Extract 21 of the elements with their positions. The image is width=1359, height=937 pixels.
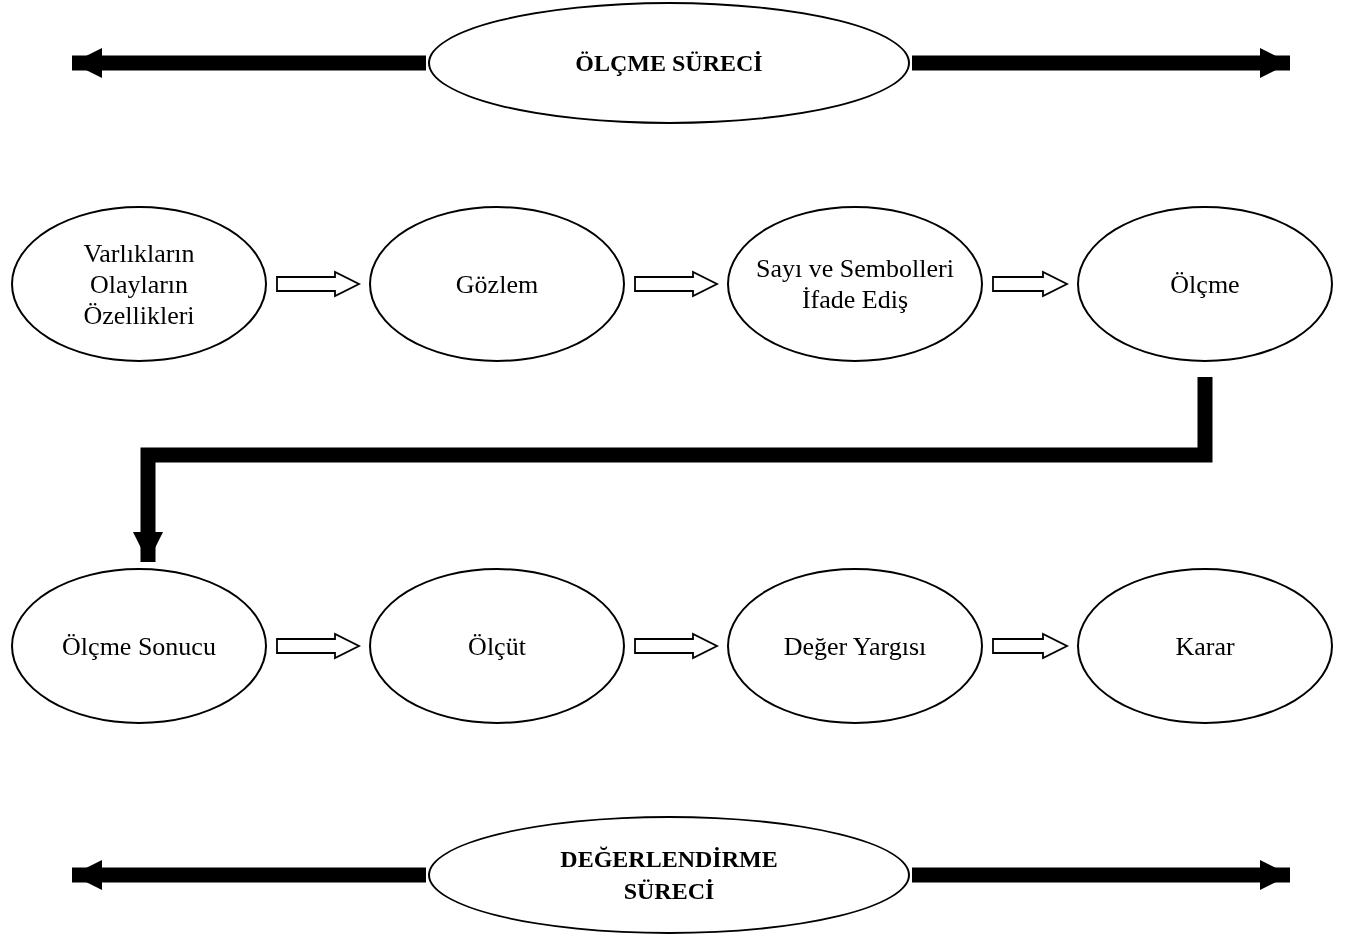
arrow (72, 48, 426, 78)
arrow (276, 270, 361, 298)
arrow (912, 860, 1290, 890)
arrow (133, 377, 1213, 562)
arrow (72, 860, 426, 890)
node-label: Değer Yargısı (782, 630, 928, 662)
node-label: Ölçüt (467, 630, 527, 662)
arrow (992, 632, 1069, 660)
arrow (912, 48, 1290, 78)
node-label: Ölçme (1169, 268, 1241, 300)
node-label: Karar (1174, 630, 1236, 662)
title-label: ÖLÇME SÜRECİ (574, 49, 764, 78)
node-label: Gözlem (454, 268, 540, 300)
arrow (276, 632, 361, 660)
arrow (634, 270, 719, 298)
node-label: Ölçme Sonucu (61, 630, 217, 662)
node-label: Varlıkların Olayların Özellikleri (82, 237, 196, 331)
arrow (992, 270, 1069, 298)
node-label: Sayı ve Sembolleri İfade Ediş (755, 253, 955, 315)
title-label: DEĞERLENDİRME SÜRECİ (559, 845, 779, 906)
arrow (634, 632, 719, 660)
